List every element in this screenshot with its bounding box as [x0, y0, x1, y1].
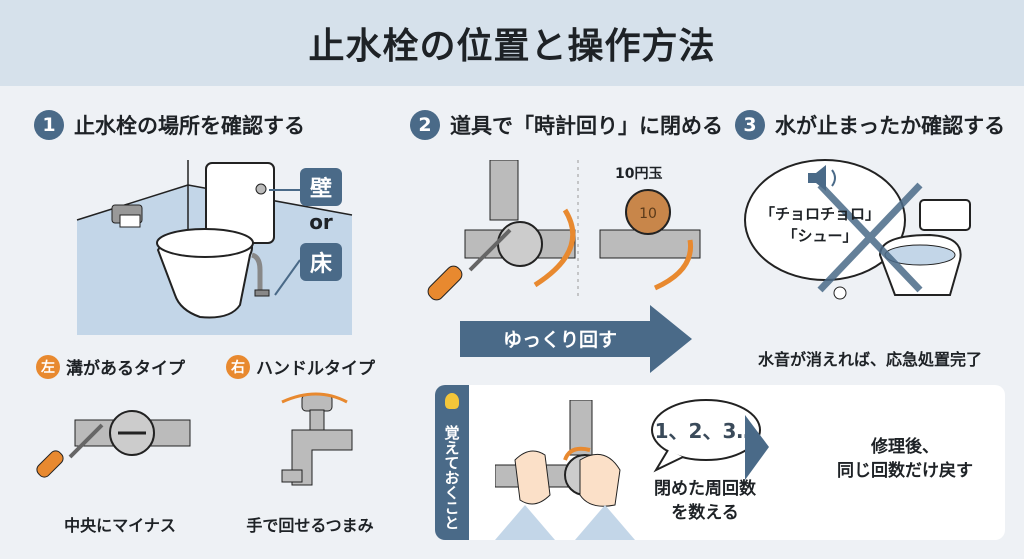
memo-tab-label: 覚えておくこと: [442, 425, 461, 530]
after-instruction: 修理後、 同じ回数だけ戻す: [830, 435, 980, 483]
type-left-header: 左 溝があるタイプ: [36, 354, 185, 379]
x-mark-icon: [817, 182, 923, 293]
step-3-header: 3 水が止まったか確認する: [735, 110, 1005, 140]
sound-line: 「チョロチョロ」: [759, 205, 880, 223]
left-badge: 左: [36, 354, 60, 379]
type-left-caption: 中央にマイナス: [64, 516, 176, 535]
after-line: 同じ回数だけ戻す: [837, 461, 973, 481]
banner-arrow: [460, 305, 692, 373]
next-arrow-icon: [745, 415, 769, 480]
rotate-arrow-icon: [563, 446, 591, 461]
clockwise-arrow-icon: [653, 239, 694, 291]
step-1-header: 1 止水栓の場所を確認する: [34, 110, 305, 140]
step-3-caption: 水音が消えれば、応急処置完了: [757, 350, 982, 369]
speech-bubble: [651, 399, 761, 473]
hands-valve-illustration: [495, 400, 635, 540]
screwdriver-icon: [36, 423, 104, 478]
clockwise-arrow-icon: [533, 208, 576, 288]
count-instruction: 閉めた周回数 を数える: [635, 477, 775, 525]
count-bubble-text: 1、2、3…: [654, 419, 757, 443]
count-line: を数える: [671, 503, 739, 523]
memo-tab: 覚えておくこと: [435, 385, 469, 540]
type-label: ハンドルタイプ: [256, 359, 375, 379]
count-line: 閉めた周回数: [654, 479, 756, 499]
sound-check-illustration: [744, 159, 971, 300]
type-label: 溝があるタイプ: [66, 359, 185, 379]
or-label: or: [309, 210, 333, 234]
toilet-illustration: [76, 160, 353, 335]
sound-text: 「チョロチョロ」 「シュー」: [745, 203, 895, 247]
step-2-header: 2 道具で「時計回り」に閉める: [410, 110, 723, 140]
step-label: 水が止まったか確認する: [775, 114, 1006, 138]
paper-holder-icon: [111, 204, 143, 228]
coin-label: 10円玉: [615, 166, 663, 182]
step-label: 止水栓の場所を確認する: [74, 114, 305, 138]
svg-text:10: 10: [639, 206, 657, 222]
coin-icon: [625, 189, 671, 235]
type-right-caption: 手で回せるつまみ: [246, 516, 374, 535]
close-valve-illustration: 10: [427, 160, 701, 301]
step-label: 道具で「時計回り」に閉める: [450, 114, 723, 138]
sound-line: 「シュー」: [782, 227, 858, 245]
right-badge: 右: [226, 354, 250, 379]
step-number: 1: [34, 110, 64, 140]
step-number: 2: [410, 110, 440, 140]
handle-valve-illustration: [281, 392, 353, 486]
title-bar: 止水栓の位置と操作方法: [0, 0, 1024, 86]
after-line: 修理後、: [871, 437, 939, 457]
screwdriver-icon: [427, 228, 512, 301]
type-right-header: 右 ハンドルタイプ: [226, 354, 375, 379]
memo-panel: 覚えておくこと 1、2、3… 閉めた周回数 を数える 修理後、 同じ回数だけ戻す: [435, 385, 1005, 540]
slotted-valve-illustration: [36, 410, 191, 478]
page-title: 止水栓の位置と操作方法: [308, 26, 716, 67]
wall-label: 壁: [300, 168, 342, 206]
step-number: 3: [735, 110, 765, 140]
floor-label: 床: [300, 243, 342, 281]
banner-text: ゆっくり回す: [502, 329, 617, 351]
rotate-arrow-icon: [281, 392, 348, 404]
lightbulb-icon: [445, 393, 459, 409]
